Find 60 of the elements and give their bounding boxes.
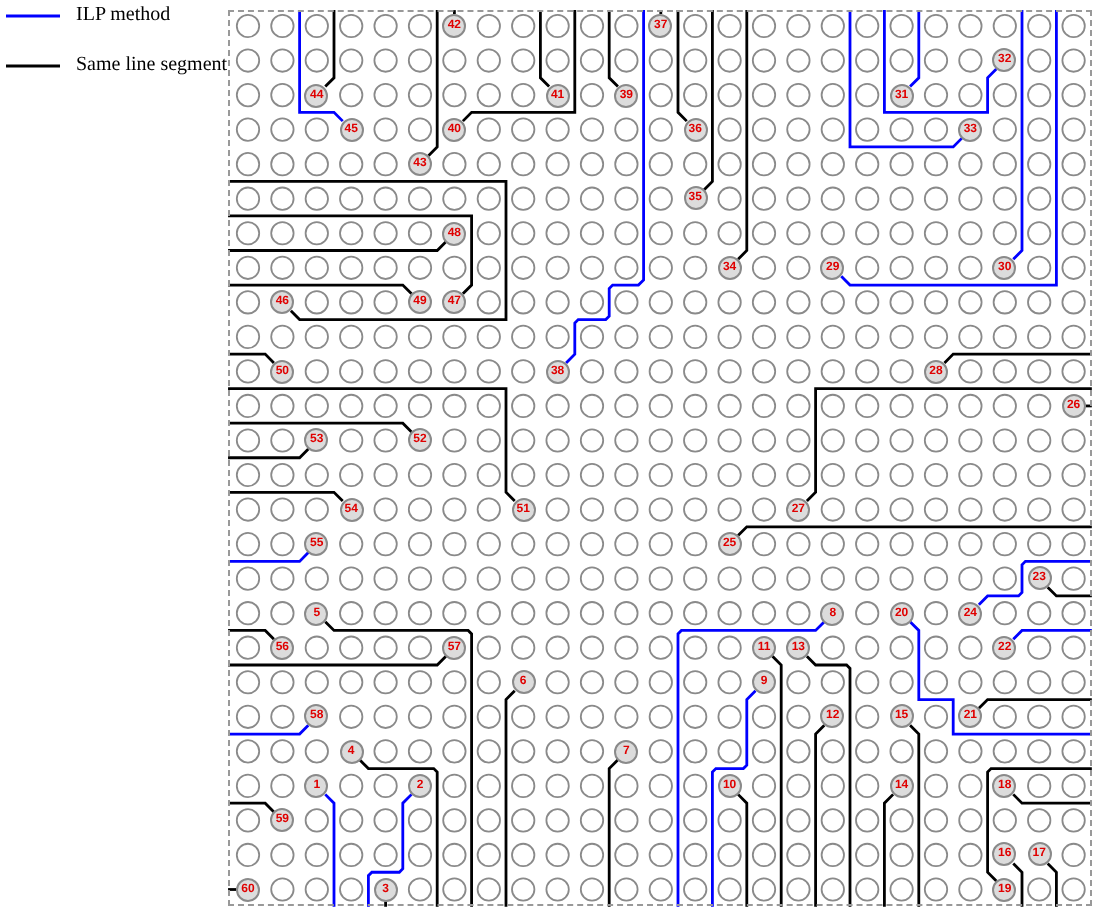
route-trace: [986, 767, 1094, 882]
route-trace: [324, 8, 336, 88]
route-trace: [1012, 862, 1024, 909]
route-trace: [226, 421, 413, 433]
route-trace: [226, 180, 508, 321]
route-trace: [226, 387, 516, 503]
route-trace: [461, 8, 577, 123]
route-trace: [805, 387, 1094, 503]
board-outline: [228, 10, 1092, 906]
legend-label: Same line segment: [76, 54, 228, 78]
route-trace: [453, 8, 456, 14]
route-trace: [427, 8, 439, 157]
route-trace: [226, 448, 310, 460]
route-trace: [805, 655, 852, 909]
route-trace: [226, 283, 413, 295]
route-trace: [883, 793, 895, 909]
route-trace: [1046, 862, 1058, 909]
route-trace: [226, 629, 275, 641]
route-trace: [702, 8, 714, 192]
route-trace: [676, 620, 826, 909]
route-trace: [226, 724, 310, 736]
route-trace: [367, 793, 413, 909]
route-trace: [607, 758, 619, 909]
route-trace: [711, 689, 757, 909]
route-trace: [840, 8, 1058, 287]
route-trace: [1012, 629, 1094, 641]
route-trace: [324, 620, 473, 909]
route-trace: [226, 888, 236, 891]
route-trace: [909, 724, 921, 909]
route-trace: [226, 214, 473, 295]
route-trace: [771, 655, 783, 909]
route-trace: [226, 490, 344, 503]
route-trace: [358, 758, 439, 909]
route-trace: [226, 801, 275, 813]
route-trace: [814, 724, 826, 909]
route-trace: [1012, 8, 1024, 261]
route-trace: [977, 559, 1094, 606]
route-trace: [226, 655, 447, 667]
route-trace: [1012, 793, 1094, 805]
route-trace: [943, 352, 1094, 364]
legend-label: ILP method: [76, 4, 171, 28]
route-trace: [676, 8, 688, 123]
route-trace: [539, 8, 551, 88]
route-trace: [565, 8, 645, 364]
route-trace: [324, 793, 336, 909]
route-trace: [298, 8, 344, 123]
route-trace: [848, 8, 963, 149]
route-trace: [226, 551, 310, 563]
route-trace: [883, 8, 998, 114]
route-trace: [607, 8, 619, 88]
route-trace: [737, 525, 1094, 537]
route-trace: [1046, 586, 1094, 598]
route-trace: [504, 689, 516, 909]
route-trace: [737, 8, 749, 261]
route-trace: [737, 793, 749, 909]
route-trace: [909, 620, 1094, 736]
route-trace: [909, 8, 921, 88]
route-trace: [226, 352, 275, 364]
route-trace: [226, 240, 447, 252]
route-trace: [977, 698, 1094, 710]
